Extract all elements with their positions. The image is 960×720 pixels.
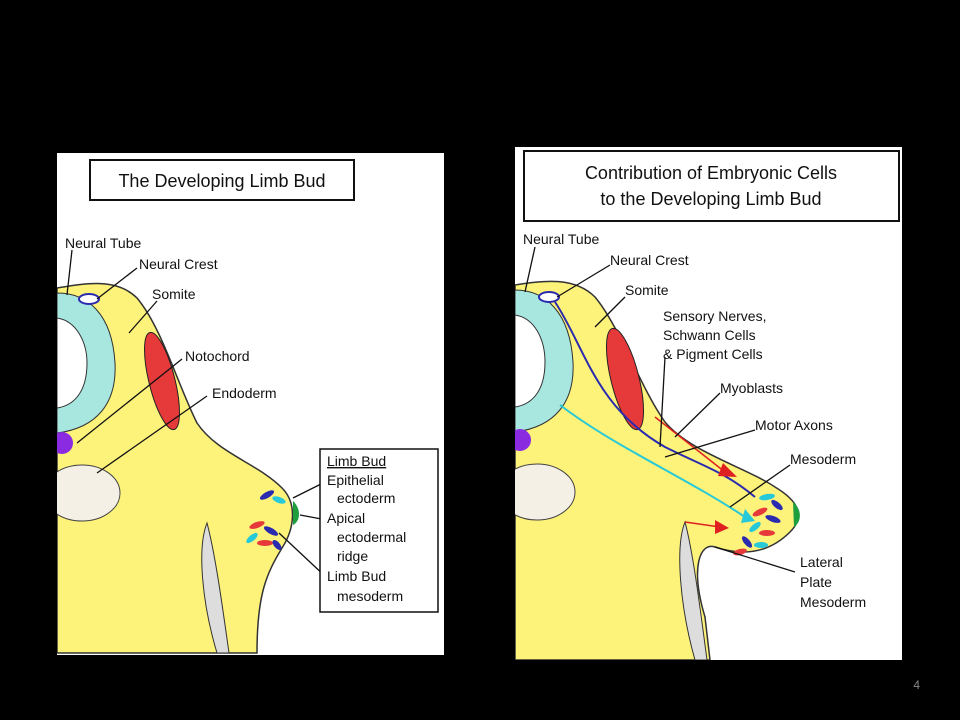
label-lateral-mesoderm: Mesoderm (800, 594, 866, 610)
label-neural-tube: Neural Tube (65, 235, 141, 251)
slide-number: 4 (913, 678, 920, 692)
limb-bud-cells (733, 493, 783, 556)
legend-line: mesoderm (337, 588, 403, 604)
endoderm-oval (57, 464, 121, 522)
right-diagram-svg: Contribution of Embryonic Cells to the D… (515, 150, 900, 660)
lateral-plate-spike (679, 520, 708, 660)
label-pigment-cells: & Pigment Cells (663, 346, 763, 362)
embryo-body (57, 282, 294, 654)
neural-tube-lumen (57, 317, 88, 409)
legend-line: ectoderm (337, 490, 395, 506)
left-diagram-svg: The Developing Limb Bud Neural Tube Neur… (57, 159, 439, 654)
embryo-body (515, 280, 800, 660)
label-somite: Somite (152, 286, 196, 302)
legend-line: Limb Bud (327, 568, 386, 584)
label-lateral: Lateral (800, 554, 843, 570)
neural-tube-lumen (515, 314, 546, 408)
label-motor-axons: Motor Axons (755, 417, 833, 433)
label-neural-crest: Neural Crest (610, 252, 689, 268)
apical-ridge-shape (793, 502, 800, 527)
limb-bud-legend-heading: Limb Bud (327, 453, 386, 469)
cyan-arrowhead (741, 509, 755, 523)
neural-crest-shape (78, 293, 100, 305)
right-title-box (523, 150, 900, 222)
lateral-plate-spike (201, 521, 230, 654)
legend-line: ridge (337, 548, 368, 564)
label-schwann-cells: Schwann Cells (663, 327, 756, 343)
label-myoblasts: Myoblasts (720, 380, 783, 396)
endoderm-oval (515, 463, 576, 521)
motor-axon-path (559, 404, 746, 518)
legend-line: Apical (327, 510, 365, 526)
left-diagram-panel: The Developing Limb Bud Neural Tube Neur… (57, 153, 444, 655)
label-plate: Plate (800, 574, 832, 590)
left-title-box (89, 159, 355, 201)
apical-ridge-shape (293, 501, 299, 525)
notochord-shape (57, 432, 73, 454)
label-notochord: Notochord (185, 348, 250, 364)
label-somite: Somite (625, 282, 669, 298)
label-endoderm: Endoderm (212, 385, 277, 401)
right-title-line1: Contribution of Embryonic Cells (585, 163, 837, 183)
sensory-nerve-path (554, 301, 756, 498)
label-mesoderm: Mesoderm (790, 451, 856, 467)
right-leader-lines (524, 246, 796, 573)
right-title-line2: to the Developing Limb Bud (600, 189, 821, 209)
limb-bud-legend-box (319, 448, 439, 613)
right-diagram-panel: Contribution of Embryonic Cells to the D… (515, 147, 902, 660)
red-arrows (654, 416, 737, 534)
neural-crest-shape (538, 291, 560, 303)
legend-line: ectodermal (337, 529, 406, 545)
legend-line: Epithelial (327, 472, 384, 488)
label-neural-tube: Neural Tube (523, 231, 599, 247)
label-sensory-nerves: Sensory Nerves, (663, 308, 766, 324)
somite-shape (605, 327, 645, 431)
somite-shape (144, 331, 180, 431)
label-neural-crest: Neural Crest (139, 256, 218, 272)
left-title: The Developing Limb Bud (118, 171, 325, 191)
notochord-shape (515, 429, 531, 451)
limb-bud-cells (246, 490, 286, 550)
